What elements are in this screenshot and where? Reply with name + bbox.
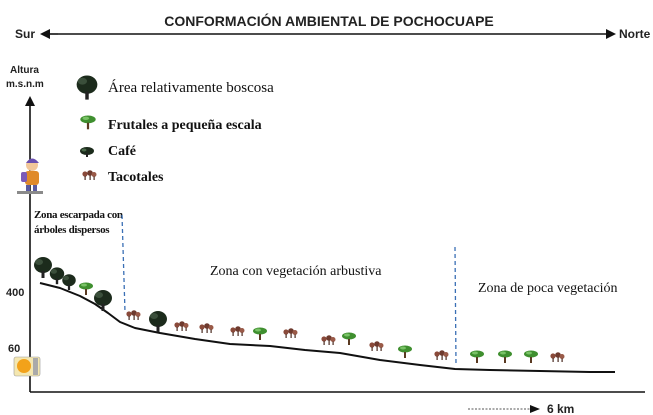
legend: Área relativamente boscosa Frutales a pe… [76,75,274,185]
tacotal-shrub-icon [283,328,298,338]
fruit-tree-icon [79,282,93,295]
fruit-tree-icon [498,350,512,363]
legend-label-fruit: Frutales a pequeña escala [108,118,262,133]
tacotal-shrub-icon [434,350,449,360]
coast-icon [13,356,41,377]
fruit-tree-icon [253,327,267,340]
legend-dark-tree-icon [76,75,98,100]
diagram-title: CONFORMACIÓN AMBIENTAL DE POCHOCUAPE [164,12,494,29]
tacotal-shrub-icon [199,323,214,333]
forest-tree-icon [62,274,76,290]
fruit-tree-icon [470,350,484,363]
south-arrowhead [40,29,50,39]
fruit-tree-icon [398,345,412,358]
legend-label-forest: Área relativamente boscosa [108,79,274,96]
distance-label: 6 km [547,402,574,415]
y-axis-arrowhead [25,96,35,106]
forest-tree-icon [149,311,167,332]
fruit-tree-icon [524,350,538,363]
distance-scale-arrowhead [530,405,540,413]
zone-steep-label-line2: árboles dispersos [34,224,110,236]
y-tick-400: 400 [6,287,24,299]
hiker-icon [17,158,43,194]
legend-label-tacotal: Tacotales [108,170,164,185]
fruit-tree-icon [342,332,356,345]
zone-shrub-label: Zona con vegetación arbustiva [210,264,382,279]
south-label: Sur [15,27,35,41]
forest-tree-icon [49,267,65,285]
zone-sparse-label: Zona de poca vegetación [478,281,618,296]
tacotal-shrub-icon [369,341,384,351]
y-axis-label-line2: m.s.n.m [6,79,44,90]
tacotal-shrub-icon [230,326,245,336]
y-axis-label-line1: Altura [10,65,39,76]
zone-steep-label-line1: Zona escarpada con [34,209,123,221]
legend-green-tree-icon [80,115,96,130]
tacotal-shrub-icon [126,310,141,320]
legend-label-coffee: Café [108,144,136,159]
forest-tree-icon [94,290,112,311]
tacotal-shrub-icon [174,321,189,331]
tacotal-shrub-icon [550,352,565,362]
legend-tacotal-icon [82,170,97,180]
terrain-profile-line [39,282,615,373]
y-tick-60: 60 [8,343,20,355]
legend-coffee-plant-icon [80,147,94,157]
north-arrowhead [606,29,616,39]
tacotal-shrub-icon [321,335,336,345]
forest-tree-icon [34,257,52,278]
zone-divider-2 [454,246,457,366]
zone-divider-1 [121,214,126,313]
north-label: Norte [619,27,651,41]
